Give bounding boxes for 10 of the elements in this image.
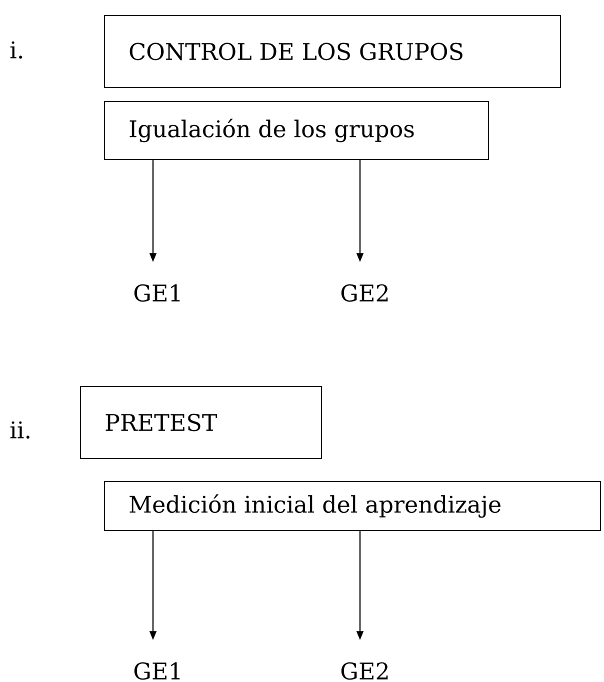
group-label: GE1 xyxy=(134,284,180,302)
list-marker: ii. xyxy=(10,421,30,439)
text-box: PRETEST xyxy=(80,386,322,459)
text-box: Igualación de los grupos xyxy=(104,101,489,160)
list-marker: i. xyxy=(10,41,22,59)
text-box: CONTROL DE LOS GRUPOS xyxy=(104,15,561,88)
group-label: GE2 xyxy=(341,284,388,302)
group-label: GE2 xyxy=(341,662,388,680)
group-label: GE1 xyxy=(134,662,180,680)
text-box: Medición inicial del aprendizaje xyxy=(104,481,601,531)
